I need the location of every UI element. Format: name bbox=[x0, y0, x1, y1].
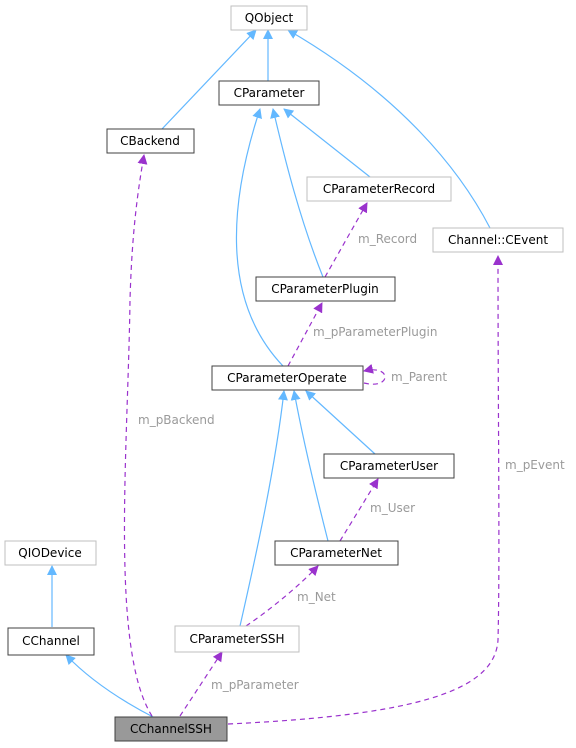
edge-labels: m_Record m_pParameterPlugin m_Parent m_p… bbox=[138, 232, 565, 692]
label-m-user: m_User bbox=[370, 501, 415, 515]
label-m-pparameterplugin: m_pParameterPlugin bbox=[313, 325, 437, 339]
node-cparameteruser[interactable]: CParameterUser bbox=[323, 453, 455, 479]
node-cparameteroperate-label: CParameterOperate bbox=[227, 371, 347, 385]
label-m-pevent: m_pEvent bbox=[505, 458, 565, 472]
edge-cbackend-to-qobject bbox=[161, 29, 257, 130]
edge-cparameteroperate-uses-parent bbox=[363, 363, 386, 385]
node-cparameternet[interactable]: CParameterNet bbox=[274, 540, 399, 566]
edge-cparameterssh-uses-net bbox=[245, 565, 319, 627]
node-cparameterssh[interactable]: CParameterSSH bbox=[174, 625, 300, 653]
node-cparameter[interactable]: CParameter bbox=[218, 80, 320, 106]
edge-cparameteruser-to-cparameteroperate bbox=[305, 390, 376, 455]
node-cchannelssh-label: CChannelSSH bbox=[130, 722, 212, 736]
edge-cparameteroperate-uses-plugin bbox=[287, 302, 323, 367]
node-qobject-label: QObject bbox=[245, 11, 294, 25]
edge-cchannelssh-to-cchannel bbox=[65, 654, 156, 719]
edge-cchannelssh-uses-parameter bbox=[179, 651, 223, 717]
node-cbackend-label: CBackend bbox=[120, 134, 180, 148]
label-m-net: m_Net bbox=[297, 590, 336, 604]
label-m-parent: m_Parent bbox=[391, 370, 447, 384]
node-cparameterplugin[interactable]: CParameterPlugin bbox=[255, 276, 396, 302]
edge-cchannelssh-uses-event bbox=[227, 255, 504, 725]
node-cparameterssh-label: CParameterSSH bbox=[189, 632, 284, 646]
node-cchannel-label: CChannel bbox=[22, 634, 80, 648]
node-cparameteroperate[interactable]: CParameterOperate bbox=[211, 365, 364, 391]
inheritance-edges bbox=[47, 29, 491, 719]
label-m-pparameter: m_pParameter bbox=[211, 678, 299, 692]
usage-edges bbox=[123, 154, 504, 725]
edge-cevent-to-qobject bbox=[287, 29, 491, 229]
edge-cparameternet-uses-user bbox=[339, 478, 379, 542]
label-m-record: m_Record bbox=[358, 232, 417, 246]
node-cchannelssh[interactable]: CChannelSSH bbox=[114, 716, 228, 742]
node-cparameter-label: CParameter bbox=[234, 86, 305, 100]
edge-cparameterplugin-to-cparameter bbox=[270, 108, 324, 278]
node-qobject[interactable]: QObject bbox=[230, 5, 308, 31]
edge-cparameternet-to-cparameteroperate bbox=[290, 390, 329, 542]
node-cparameteruser-label: CParameterUser bbox=[340, 459, 438, 473]
node-cbackend[interactable]: CBackend bbox=[106, 128, 195, 154]
node-cparameterplugin-label: CParameterPlugin bbox=[271, 282, 379, 296]
node-channel-cevent-label: Channel::CEvent bbox=[448, 233, 548, 247]
node-channel-cevent[interactable]: Channel::CEvent bbox=[432, 227, 564, 253]
edge-cparameterrecord-to-cparameter bbox=[283, 108, 371, 178]
node-cparameterrecord-label: CParameterRecord bbox=[323, 182, 435, 196]
node-qiodevice-label: QIODevice bbox=[18, 546, 81, 560]
label-m-pbackend: m_pBackend bbox=[138, 413, 215, 427]
node-cchannel[interactable]: CChannel bbox=[7, 627, 95, 656]
node-qiodevice[interactable]: QIODevice bbox=[4, 540, 97, 566]
edge-cparameterssh-to-cparameteroperate bbox=[239, 390, 288, 627]
node-cparameternet-label: CParameterNet bbox=[290, 546, 382, 560]
edge-cparameteroperate-to-cparameter bbox=[235, 108, 284, 367]
nodes: QObject CParameter CBackend CParameterRe… bbox=[4, 5, 564, 742]
edge-cchannelssh-uses-backend bbox=[123, 154, 153, 717]
node-cparameterrecord[interactable]: CParameterRecord bbox=[306, 176, 452, 202]
